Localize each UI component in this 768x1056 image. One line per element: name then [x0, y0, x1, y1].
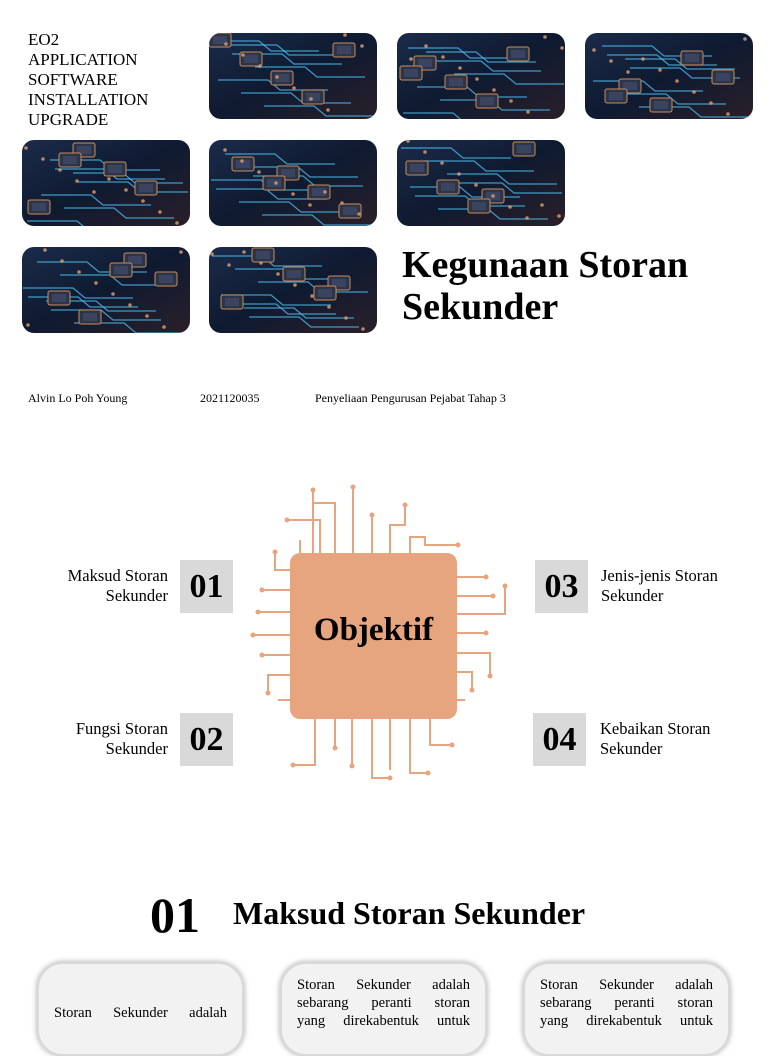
- circuit-photo-tile: [585, 33, 753, 119]
- objective-1-text: Maksud Storan Sekunder: [67, 566, 168, 605]
- objective-4-text: Kebaikan Storan Sekunder: [600, 719, 711, 758]
- card-2-line-3: yang direkabentuk untuk: [297, 1013, 470, 1029]
- circuit-photo-tile: [22, 247, 190, 333]
- circuit-photo-tile: [397, 33, 565, 119]
- card-3-line-1: Storan Sekunder adalah: [540, 977, 713, 993]
- objective-1-number: 01: [180, 560, 233, 613]
- section-number: 01: [150, 887, 200, 943]
- card-3-text: Storan Sekunder adalah sebarang peranti …: [540, 976, 713, 1030]
- section-title: Maksud Storan Sekunder: [233, 895, 586, 931]
- circuit-photo-tile: [209, 33, 377, 119]
- circuit-photo-tile: [209, 140, 377, 226]
- course-title: EO2 APPLICATION SOFTWARE INSTALLATION UP…: [28, 30, 149, 129]
- objective-3-text: Jenis-jenis Storan Sekunder: [601, 566, 718, 605]
- card-1-line-1: Storan Sekunder adalah: [54, 1005, 227, 1021]
- card-3-line-3: yang direkabentuk untuk: [540, 1013, 713, 1029]
- presentation-title: Kegunaan Storan Sekunder: [402, 244, 689, 328]
- objective-2-number: 02: [180, 713, 233, 766]
- objective-heading: Objektif: [313, 612, 434, 648]
- objective-2-text: Fungsi Storan Sekunder: [75, 719, 168, 758]
- chip-body: [290, 553, 457, 719]
- student-id: 2021120035: [200, 391, 260, 405]
- card-3-line-2: sebarang peranti storan: [540, 995, 713, 1011]
- card-2-line-1: Storan Sekunder adalah: [297, 977, 470, 993]
- author-name: Alvin Lo Poh Young: [28, 391, 128, 405]
- objective-3-number: 03: [535, 560, 588, 613]
- card-1-text: Storan Sekunder adalah: [54, 1004, 227, 1022]
- card-2-line-2: sebarang peranti storan: [297, 995, 470, 1011]
- card-2-text: Storan Sekunder adalah sebarang peranti …: [297, 976, 470, 1030]
- chip-circuit-traces: [250, 484, 508, 781]
- circuit-photo-tile: [397, 140, 565, 226]
- program-name: Penyeliaan Pengurusan Pejabat Tahap 3: [315, 391, 506, 405]
- objective-4-number: 04: [533, 713, 586, 766]
- circuit-photo-tile: [209, 247, 377, 333]
- circuit-photo-tile: [22, 140, 190, 226]
